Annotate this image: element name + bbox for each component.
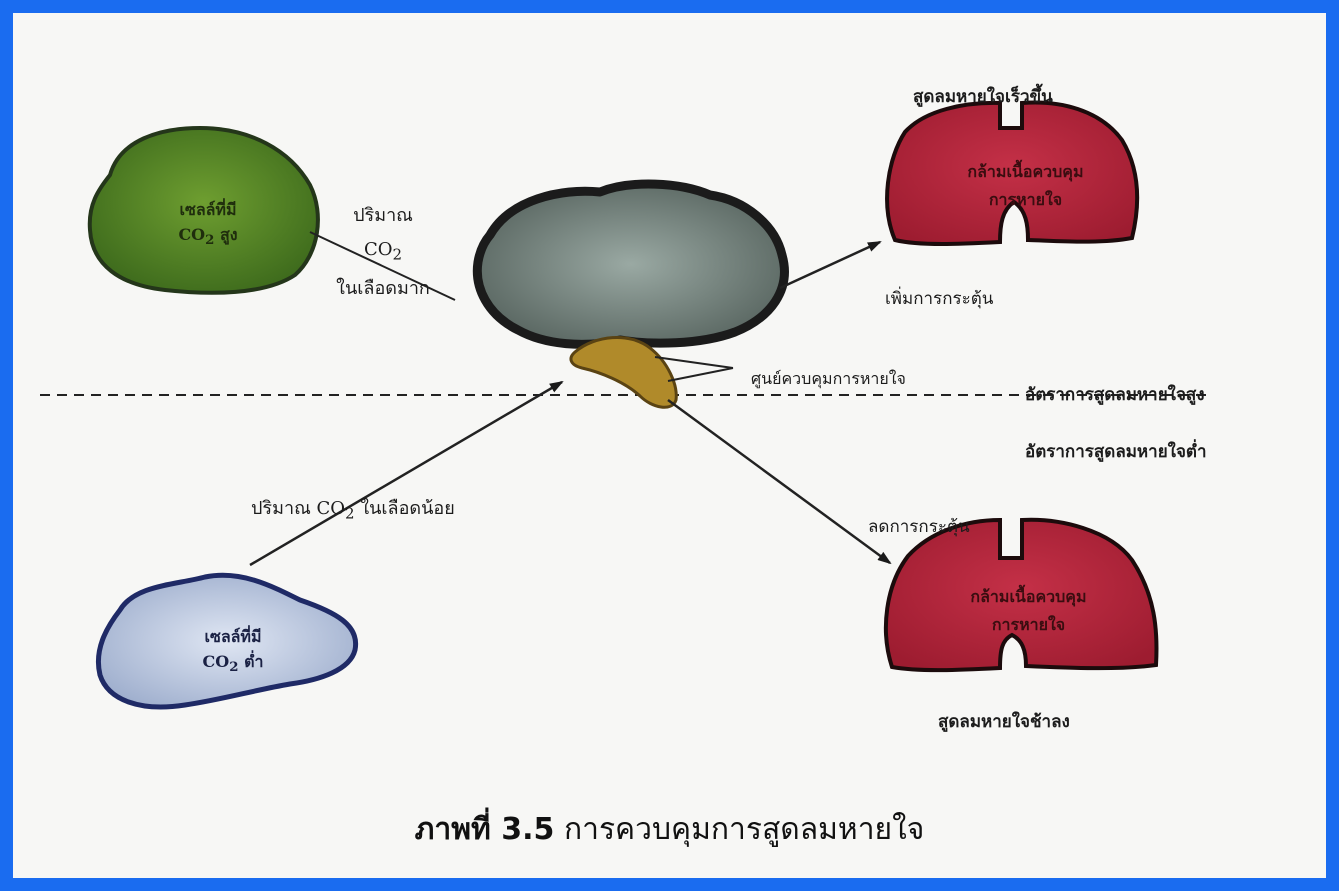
rate-low-label: อัตราการสูดลมหายใจต่ำ [1025,438,1207,465]
high-co2-cells-label: เซลล์ที่มี CO2 สูง [133,198,283,248]
high-co2-cells-sub: 2 [205,232,214,248]
low-co2-cells-line2: CO2 ต่ำ [158,650,308,675]
increase-stimulation-arrow [780,242,880,288]
high-co2-blood-sub: 2 [392,246,402,264]
low-co2-cells-sub: 2 [229,659,238,675]
slow-breathing-overlay: กล้ามเนื้อควบคุม การหายใจ [941,583,1116,639]
slow-breathing-overlay-line1: กล้ามเนื้อควบคุม [941,583,1116,611]
figure-title: การควบคุมการสูดลมหายใจ [564,812,924,847]
high-co2-cells-co: CO [178,225,205,244]
low-co2-blood-suffix: ในเลือดน้อย [360,498,454,519]
increase-stimulation-label: เพิ่มการกระตุ้น [885,285,993,312]
high-co2-blood-line2: CO2 [318,233,448,272]
low-co2-cells-label: เซลล์ที่มี CO2 ต่ำ [158,625,308,675]
high-co2-blood-label: ปริมาณ CO2 ในเลือดมาก [318,199,448,306]
low-co2-cells-line1: เซลล์ที่มี [158,625,308,650]
brain-shape [477,184,784,344]
low-co2-cells-tail: ต่ำ [244,652,263,671]
rate-high-label: อัตราการสูดลมหายใจสูง [1025,381,1205,408]
fast-breathing-overlay-line1: กล้ามเนื้อควบคุม [943,158,1108,186]
high-co2-cells-line1: เซลล์ที่มี [133,198,283,223]
high-co2-blood-line3: ในเลือดมาก [318,272,448,306]
respiratory-center-pointer-2 [668,368,733,381]
fast-breathing-overlay-line2: การหายใจ [943,186,1108,214]
high-co2-blood-line1: ปริมาณ [318,199,448,233]
high-co2-cells-line2: CO2 สูง [133,223,283,248]
high-co2-blood-co: CO [364,239,393,260]
brainstem-shape [571,337,676,407]
figure-label: ภาพที่ 3.5 [415,812,555,847]
figure-caption: ภาพที่ 3.5 การควบคุมการสูดลมหายใจ [0,806,1339,853]
low-co2-cells-co: CO [203,652,230,671]
fast-breathing-label: สูดลมหายใจเร็วขึ้น [913,83,1053,110]
decrease-stimulation-arrow [668,400,890,563]
low-co2-arrow [250,382,562,565]
high-co2-cells-tail: สูง [220,225,238,244]
fast-breathing-overlay: กล้ามเนื้อควบคุม การหายใจ [943,158,1108,214]
slow-breathing-label: สูดลมหายใจช้าลง [938,708,1070,735]
respiratory-center-label: ศูนย์ควบคุมการหายใจ [751,367,906,392]
decrease-stimulation-label: ลดการกระตุ้น [868,513,970,540]
low-co2-blood-sub: 2 [345,505,355,523]
slow-breathing-overlay-line2: การหายใจ [941,611,1116,639]
low-co2-blood-prefix: ปริมาณ CO [251,498,345,519]
low-co2-blood-label: ปริมาณ CO2 ในเลือดน้อย [251,493,455,523]
